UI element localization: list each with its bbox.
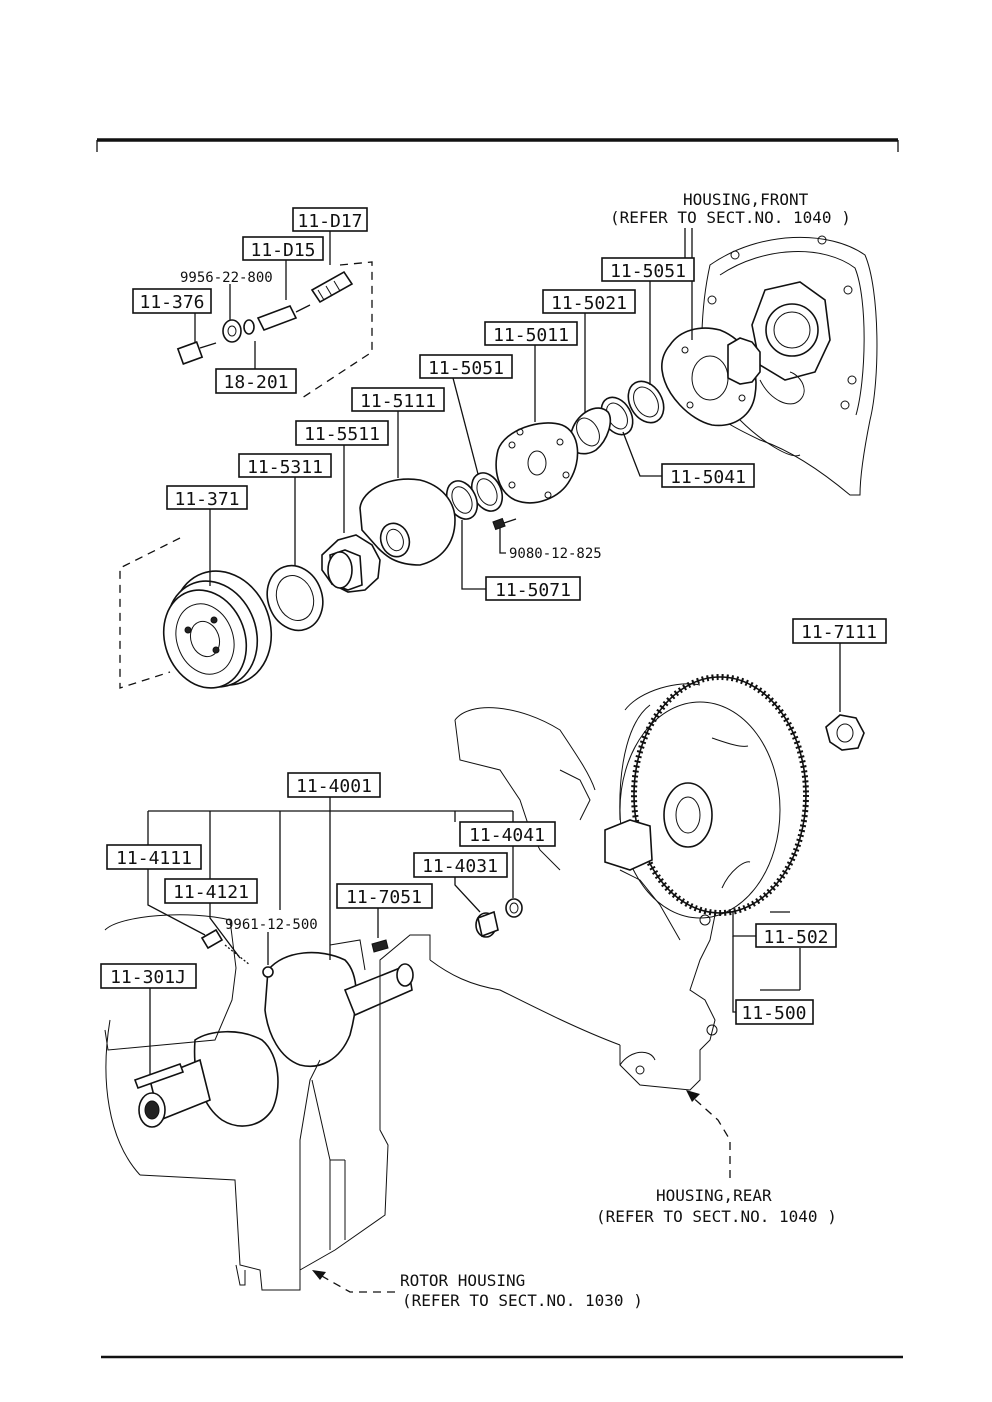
label-11-5051-lower[interactable]: 11-5051 [419,354,513,379]
svg-text:11-4001: 11-4001 [296,776,372,797]
label-11-4001[interactable]: 11-4001 [287,772,381,798]
label-18-201[interactable]: 18-201 [215,368,297,394]
note-housing-front-1: HOUSING,FRONT [683,190,809,209]
label-11-301j[interactable]: 11-301J [100,963,197,989]
svg-text:11-5051: 11-5051 [428,358,504,379]
svg-text:11-502: 11-502 [763,927,828,948]
label-11-5041[interactable]: 11-5041 [661,463,755,488]
injector-assembly [176,270,354,365]
hub-11-5311 [266,564,324,632]
nut-11-7111 [825,714,865,751]
label-11-7051[interactable]: 11-7051 [336,883,433,909]
eccentric-shaft-11-4001 [133,951,414,1128]
injector-dashed-bracket [301,261,373,399]
svg-text:11-D15: 11-D15 [250,240,315,261]
svg-text:11-301J: 11-301J [110,967,186,988]
label-11-371[interactable]: 11-371 [166,485,248,510]
note-housing-front-2: (REFER TO SECT.NO. 1040 ) [610,208,851,227]
svg-text:18-201: 18-201 [223,372,288,393]
label-11-5511[interactable]: 11-5511 [295,420,389,446]
bearing-ring-upper [627,380,665,424]
svg-text:11-500: 11-500 [741,1003,806,1024]
label-11-5311[interactable]: 11-5311 [238,453,332,478]
needle-bearing-lower [470,472,504,512]
svg-text:11-4041: 11-4041 [469,825,545,846]
svg-text:11-7111: 11-7111 [801,622,877,643]
svg-text:11-5111: 11-5111 [360,391,436,412]
part-11-4121 [200,928,224,950]
label-11-5021[interactable]: 11-5021 [542,289,636,314]
label-11-5071[interactable]: 11-5071 [485,576,581,601]
svg-text:11-4121: 11-4121 [173,882,249,903]
balance-weight-11-5111 [359,478,456,566]
svg-text:11-5311: 11-5311 [247,457,323,478]
svg-text:11-5511: 11-5511 [304,424,380,445]
svg-text:11-D17: 11-D17 [297,211,362,232]
svg-text:11-7051: 11-7051 [346,887,422,908]
bearing-11-4031 [475,910,499,938]
label-11-502[interactable]: 11-502 [755,923,837,948]
label-11-4041[interactable]: 11-4041 [459,821,556,847]
label-11-4121[interactable]: 11-4121 [164,878,258,904]
pulley-11-371 [162,570,273,689]
note-housing-rear-1: HOUSING,REAR [656,1186,772,1205]
sprocket-11-5511 [321,534,381,593]
ball-9961 [262,966,274,978]
svg-text:11-5011: 11-5011 [493,325,569,346]
note-housing-rear-2: (REFER TO SECT.NO. 1040 ) [596,1207,837,1226]
label-11-d15[interactable]: 11-D15 [242,236,324,261]
label-11-500[interactable]: 11-500 [735,999,814,1025]
svg-text:11-5051: 11-5051 [610,261,686,282]
part-11-7051 [371,939,389,953]
label-11-5051-upper[interactable]: 11-5051 [601,257,695,282]
bearing-11-5021 [567,407,612,455]
plug-11-4041 [505,898,523,918]
pulley-dashed-bracket [119,537,181,689]
thrust-plate-11-5011 [495,422,579,504]
svg-text:11-5021: 11-5021 [551,293,627,314]
svg-text:11-376: 11-376 [139,292,204,313]
front-housing-drawing [661,235,878,496]
flywheel-11-502 [604,674,809,919]
svg-text:11-4111: 11-4111 [116,848,192,869]
note-rotor-housing-2: (REFER TO SECT.NO. 1030 ) [402,1291,643,1310]
label-11-5011[interactable]: 11-5011 [484,321,578,346]
rotor-housing-drawing [104,914,431,1291]
svg-text:11-5041: 11-5041 [670,467,746,488]
leader-lines [147,228,841,1293]
label-11-376[interactable]: 11-376 [132,288,212,314]
svg-text:11-371: 11-371 [174,489,239,510]
label-11-4031[interactable]: 11-4031 [413,852,508,878]
label-9080-12-825: 9080-12-825 [509,546,602,562]
label-11-d17[interactable]: 11-D17 [292,207,368,232]
label-9961-12-500: 9961-12-500 [225,917,318,933]
label-11-5111[interactable]: 11-5111 [351,387,445,412]
rear-housing-drawing [429,707,718,1091]
svg-text:11-5071: 11-5071 [495,580,571,601]
label-9956-22-800: 9956-22-800 [180,270,273,286]
label-11-7111[interactable]: 11-7111 [792,618,887,644]
note-rotor-housing-1: ROTOR HOUSING [400,1271,525,1290]
bolt-9080 [492,517,517,531]
label-11-4111[interactable]: 11-4111 [106,844,202,870]
svg-text:11-4031: 11-4031 [422,856,498,877]
